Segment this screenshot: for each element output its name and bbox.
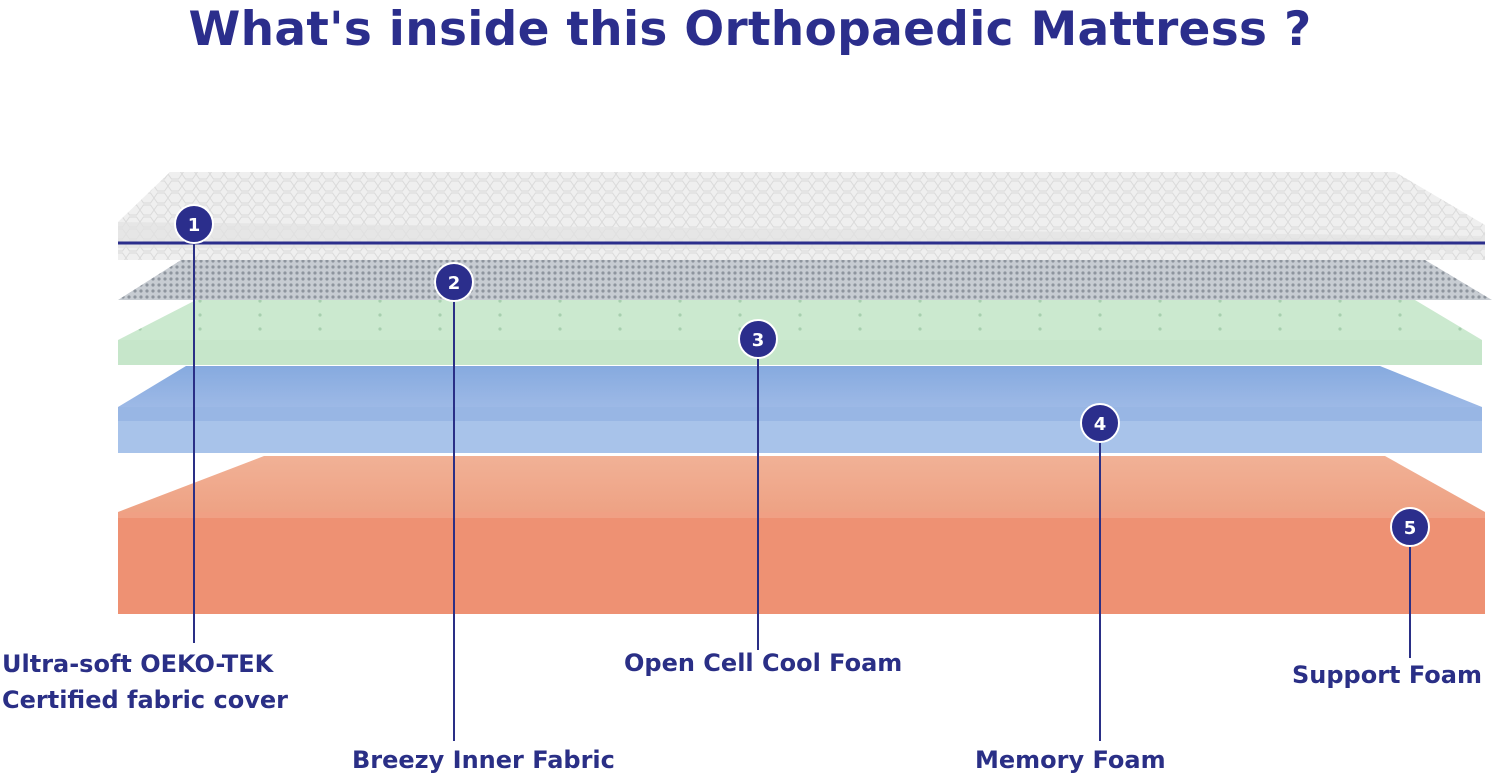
label-support-foam: Support Foam — [1292, 657, 1482, 693]
layer-memory-foam — [118, 366, 1482, 453]
badge-5: 5 — [1390, 507, 1430, 547]
label-open-cell-cool-foam-text: Open Cell Cool Foam — [624, 649, 903, 677]
badge-1: 1 — [174, 204, 214, 244]
label-fabric-cover: Ultra-soft OEKO-TEK Certified fabric cov… — [2, 646, 288, 718]
label-fabric-cover-line-2: Certified fabric cover — [2, 686, 288, 714]
label-breezy-inner-fabric-text: Breezy Inner Fabric — [352, 746, 615, 774]
badge-3-number: 3 — [752, 330, 765, 351]
badge-5-number: 5 — [1404, 518, 1417, 539]
badge-4: 4 — [1080, 403, 1120, 443]
badge-2-number: 2 — [448, 273, 461, 294]
layer-fabric-cover — [118, 172, 1485, 260]
label-breezy-inner-fabric: Breezy Inner Fabric — [352, 742, 615, 778]
layer-support-foam — [118, 456, 1485, 614]
label-support-foam-text: Support Foam — [1292, 661, 1482, 689]
label-fabric-cover-line-1: Ultra-soft OEKO-TEK — [2, 650, 274, 678]
layer-open-cell-cool-foam — [118, 300, 1482, 365]
label-open-cell-cool-foam: Open Cell Cool Foam — [624, 645, 902, 681]
label-memory-foam: Memory Foam — [975, 742, 1166, 778]
diagram-title: What's inside this Orthopaedic Mattress … — [188, 2, 1312, 57]
badge-2: 2 — [434, 262, 474, 302]
badge-3: 3 — [738, 319, 778, 359]
badge-4-number: 4 — [1094, 414, 1107, 435]
badge-1-number: 1 — [188, 215, 201, 236]
label-memory-foam-text: Memory Foam — [975, 746, 1166, 774]
